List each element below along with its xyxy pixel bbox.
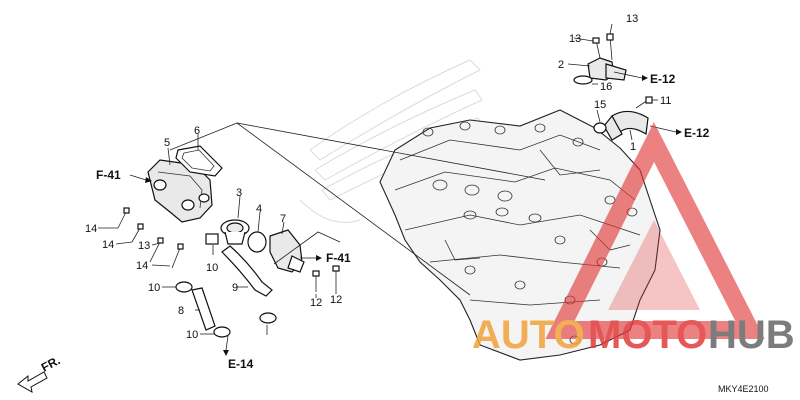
callout-5: 5 xyxy=(164,137,170,149)
callout-1: 1 xyxy=(630,141,636,153)
ref-e14: E-14 xyxy=(228,357,254,371)
callout-14: 14 xyxy=(102,239,114,251)
bolts-part-12 xyxy=(312,265,340,292)
thermostat-housing-part-5 xyxy=(147,159,213,223)
callout-10: 10 xyxy=(186,329,198,341)
o-ring-part-4 xyxy=(247,231,267,253)
assembly-outline xyxy=(169,122,546,296)
hose-part-9 xyxy=(221,245,273,297)
callout-2: 2 xyxy=(558,59,564,71)
hose-part-8 xyxy=(191,287,216,331)
callout-14: 14 xyxy=(136,260,148,272)
watermark-brand-auto: AUTO xyxy=(472,313,585,357)
callout-11: 11 xyxy=(660,95,671,107)
ref-f41-right: F-41 xyxy=(326,251,351,265)
callout-numbers: 13 13 2 16 15 11 1 5 6 3 4 7 14 14 13 14… xyxy=(85,13,671,341)
reference-arrows xyxy=(129,71,682,356)
automotohub-watermark: AUTO MOTO HUB xyxy=(472,122,795,357)
callout-9: 9 xyxy=(232,282,238,294)
callout-10: 10 xyxy=(206,262,218,274)
thermostat-part-3 xyxy=(220,219,250,245)
water-pipe-part-1 xyxy=(593,96,653,141)
callout-13: 13 xyxy=(138,240,150,252)
callout-4: 4 xyxy=(256,203,262,215)
callout-14: 14 xyxy=(85,223,97,235)
callout-13: 13 xyxy=(569,33,581,45)
callout-16: 16 xyxy=(600,81,612,93)
ref-e12-mid: E-12 xyxy=(684,126,710,140)
bolts-left xyxy=(117,207,184,269)
callout-8: 8 xyxy=(178,305,184,317)
callout-13: 13 xyxy=(626,13,638,25)
front-direction-arrow: FR. xyxy=(17,353,63,393)
diagram-code: MKY4E2100 xyxy=(718,384,769,394)
hose-clamps-part-10 xyxy=(175,233,277,338)
callout-12: 12 xyxy=(310,297,322,309)
gasket-part-6 xyxy=(175,145,223,177)
leader-lines xyxy=(98,23,658,335)
callout-12: 12 xyxy=(330,294,342,306)
watermark-brand-hub: HUB xyxy=(708,313,795,357)
callout-7: 7 xyxy=(280,213,286,225)
callout-10: 10 xyxy=(148,282,160,294)
watermark-brand-moto: MOTO xyxy=(588,313,707,357)
ref-f41-left: F-41 xyxy=(96,168,121,182)
callout-3: 3 xyxy=(236,187,242,199)
callout-6: 6 xyxy=(194,125,200,137)
ref-e12-top: E-12 xyxy=(650,72,676,86)
water-outlet-part-2 xyxy=(587,33,627,81)
warning-triangle-logo xyxy=(545,122,765,339)
o-ring-part-16 xyxy=(573,75,593,85)
reference-labels: E-12 E-12 F-41 F-41 E-14 xyxy=(96,72,710,371)
callout-15: 15 xyxy=(594,99,606,111)
thermostat-cover-part-7 xyxy=(269,229,305,273)
front-label: FR. xyxy=(39,353,63,374)
